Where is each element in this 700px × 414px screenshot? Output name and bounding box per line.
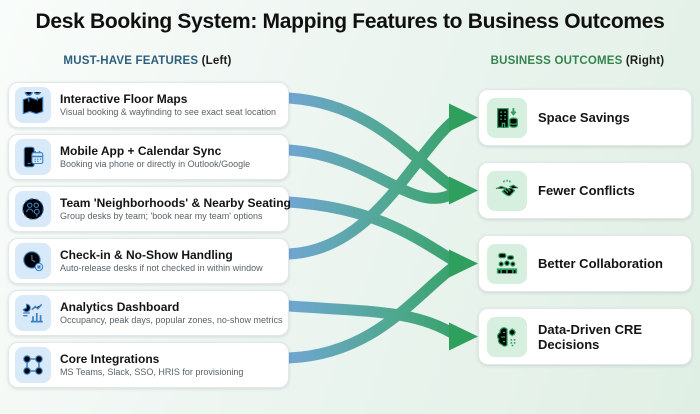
flow-arrow bbox=[283, 144, 464, 204]
outcome-label: Fewer Conflicts bbox=[538, 183, 635, 198]
feature-subtitle: Occupancy, peak days, popular zones, no-… bbox=[60, 315, 283, 325]
feature-title: Interactive Floor Maps bbox=[60, 92, 188, 106]
flow-arrow bbox=[283, 92, 464, 196]
outcome-label: Data-Driven CRE Decisions bbox=[538, 321, 643, 352]
building-savings-icon bbox=[487, 97, 527, 138]
clock-cancel-icon bbox=[15, 243, 51, 279]
feature-subtitle: Booking via phone or directly in Outlook… bbox=[60, 159, 251, 169]
outcome-label: Better Collaboration bbox=[538, 256, 663, 271]
features-column-header: MUST-HAVE FEATURES (Left) bbox=[0, 55, 295, 67]
features-header-suffix: (Left) bbox=[198, 55, 232, 67]
flow-arrow bbox=[283, 112, 464, 260]
feature-subtitle: Group desks by team; 'book near my team'… bbox=[60, 211, 263, 221]
arrowhead-icon bbox=[449, 103, 478, 132]
team-pin-icon bbox=[15, 191, 51, 227]
outcomes-header-label: BUSINESS OUTCOMES bbox=[490, 55, 623, 67]
floor-map-icon bbox=[15, 87, 51, 123]
analytics-icon bbox=[15, 295, 51, 331]
feature-subtitle: MS Teams, Slack, SSO, HRIS for provision… bbox=[60, 367, 244, 377]
integrations-icon bbox=[15, 347, 51, 383]
outcomes-header-suffix: (Right) bbox=[622, 55, 665, 67]
phone-calendar-icon bbox=[15, 139, 51, 175]
outcome-label: Space Savings bbox=[538, 110, 630, 125]
meeting-icon bbox=[487, 243, 527, 284]
feature-title: Analytics Dashboard bbox=[60, 300, 180, 314]
feature-title: Team 'Neighborhoods' & Nearby Seating bbox=[60, 196, 291, 210]
feature-subtitle: Visual booking & wayfinding to see exact… bbox=[60, 107, 276, 117]
handshake-icon bbox=[487, 170, 527, 211]
feature-title: Check-in & No-Show Handling bbox=[60, 248, 233, 262]
outcome-card: Space Savings bbox=[478, 89, 692, 146]
outcome-card: Better Collaboration bbox=[478, 235, 692, 292]
feature-title: Core Integrations bbox=[60, 352, 160, 366]
flow-arrow bbox=[283, 258, 464, 364]
outcomes-column-header: BUSINESS OUTCOMES (Right) bbox=[455, 55, 700, 67]
flow-arrow bbox=[283, 196, 464, 269]
outcome-card: Fewer Conflicts bbox=[478, 162, 692, 219]
feature-subtitle: Auto-release desks if not checked in wit… bbox=[60, 263, 263, 273]
outcome-card: Data-Driven CRE Decisions bbox=[478, 308, 692, 365]
arrowhead-icon bbox=[449, 249, 478, 278]
features-header-label: MUST-HAVE FEATURES bbox=[63, 55, 199, 67]
feature-title: Mobile App + Calendar Sync bbox=[60, 144, 222, 158]
page-title: Desk Booking System: Mapping Features to… bbox=[35, 10, 665, 33]
arrowhead-icon bbox=[449, 176, 478, 205]
brain-data-icon bbox=[487, 316, 527, 357]
arrowhead-icon bbox=[449, 322, 478, 351]
